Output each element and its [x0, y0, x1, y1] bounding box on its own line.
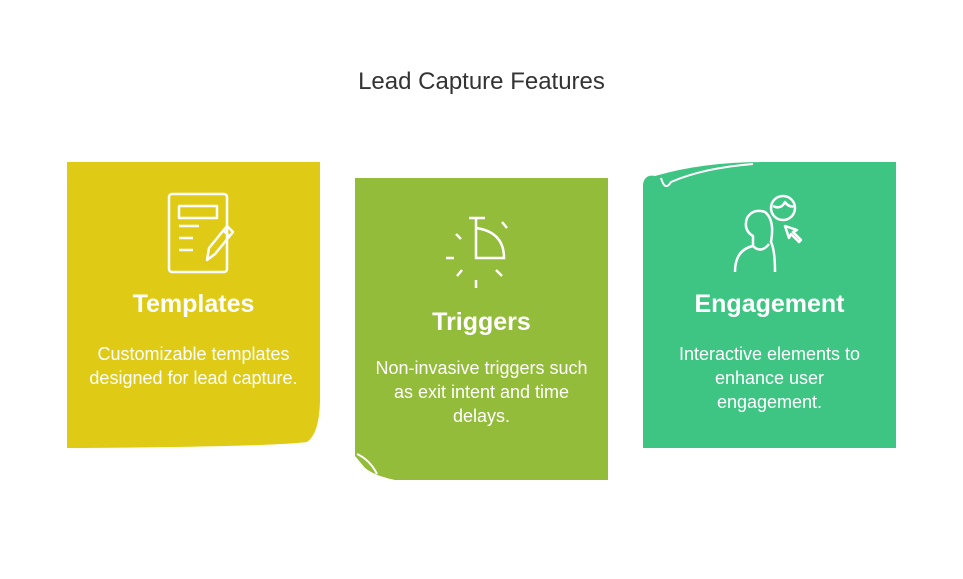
card-background — [643, 162, 896, 448]
card-heading: Triggers — [432, 308, 531, 336]
card-templates: Templates Customizable templates designe… — [67, 162, 320, 448]
timer-icon — [445, 216, 508, 288]
card-description: Interactive elements to enhance user eng… — [678, 344, 861, 412]
card-engagement: Engagement Interactive elements to enhan… — [643, 162, 896, 448]
user-interaction-icon — [733, 194, 802, 273]
diagram-title: Lead Capture Features — [358, 68, 605, 95]
card-background — [67, 162, 320, 448]
card-heading: Templates — [132, 290, 255, 318]
card-heading: Engagement — [694, 290, 845, 318]
card-description: Non-invasive triggers such as exit inten… — [375, 358, 588, 426]
card-background — [355, 178, 608, 480]
card-triggers: Triggers Non-invasive triggers such as e… — [355, 178, 608, 480]
form-edit-icon — [167, 192, 234, 274]
card-description: Customizable templates designed for lead… — [89, 344, 298, 388]
